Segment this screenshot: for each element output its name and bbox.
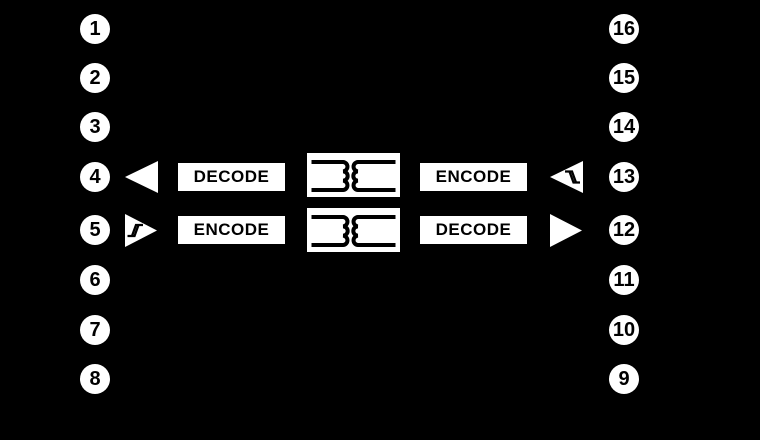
pin-7: 7 [80, 315, 110, 345]
pin-12: 12 [609, 215, 639, 245]
pin-14: 14 [609, 112, 639, 142]
pin-6: 6 [80, 265, 110, 295]
pin-10: 10 [609, 315, 639, 345]
output-buffer-right-icon [550, 214, 582, 247]
pin-4: 4 [80, 162, 110, 192]
pin-1: 1 [80, 14, 110, 44]
decode-block-top: DECODE [178, 163, 285, 191]
schmitt-input-buffer-right-icon [125, 214, 157, 247]
encode-block-bottom: ENCODE [178, 216, 285, 244]
pin-8: 8 [80, 364, 110, 394]
decode-block-bottom: DECODE [420, 216, 527, 244]
transformer-icon-top [307, 153, 400, 197]
schmitt-input-buffer-left-icon [550, 161, 583, 193]
pin-11: 11 [609, 265, 639, 295]
output-buffer-left-icon [125, 161, 158, 193]
pin-15: 15 [609, 63, 639, 93]
pin-3: 3 [80, 112, 110, 142]
pin-5: 5 [80, 215, 110, 245]
pin-13: 13 [609, 162, 639, 192]
encode-block-top: ENCODE [420, 163, 527, 191]
pin-2: 2 [80, 63, 110, 93]
pin-16: 16 [609, 14, 639, 44]
transformer-icon-bottom [307, 208, 400, 252]
pin-9: 9 [609, 364, 639, 394]
